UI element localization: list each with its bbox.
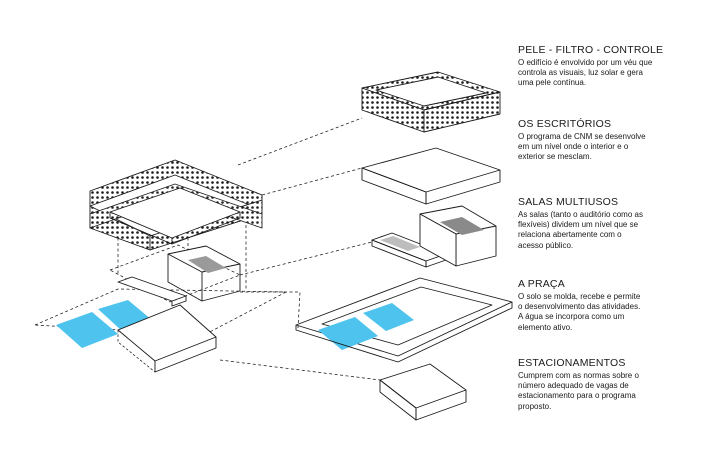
assembled-model	[34, 159, 287, 373]
caption-line: em um nível onde o interior e o	[518, 142, 629, 152]
caption-line: acesso público.	[518, 240, 574, 250]
layer-parking	[379, 363, 467, 421]
caption-title: OS ESCRITÓRIOS	[518, 118, 612, 130]
caption-line: As salas (tanto o auditório como as	[518, 210, 643, 219]
leader-line-plaza	[240, 291, 301, 329]
leader-line-rooms	[239, 241, 373, 276]
caption-line: elemento ativo.	[518, 322, 573, 332]
caption-title: PELE - FILTRO - CONTROLE	[518, 44, 664, 56]
leader-line-parking	[219, 359, 381, 381]
caption-line: flexíveis) dividem um nível que se	[518, 220, 639, 230]
leader-line-skin	[237, 117, 363, 166]
caption-plaza: A PRAÇA O solo se molda, recebe e permit…	[518, 278, 698, 333]
caption-line: proposto.	[518, 401, 552, 411]
caption-line: Cumprem com as normas sobre o	[518, 371, 639, 380]
caption-line: O solo se molda, recebe e permite	[518, 292, 641, 301]
caption-title: SALAS MULTIUSOS	[518, 196, 619, 208]
caption-line: O edifício é envolvido por um véu que	[518, 58, 653, 67]
caption-line: o desenvolvimento das atividades.	[518, 302, 641, 312]
caption-skin: PELE - FILTRO - CONTROLE O edifício é en…	[518, 44, 698, 89]
caption-line: uma pele contínua.	[518, 78, 587, 88]
layer-skin-frame	[361, 71, 501, 133]
leader-lines	[219, 117, 381, 381]
layer-plaza	[295, 277, 513, 363]
caption-title: ESTACIONAMENTOS	[518, 357, 626, 369]
layer-offices-slab	[361, 147, 501, 205]
caption-line: relaciona abertamente com o	[518, 230, 622, 240]
caption-multipurpose-rooms: SALAS MULTIUSOS As salas (tanto o auditó…	[518, 196, 698, 251]
caption-line: estacionamento para o programa	[518, 391, 636, 401]
caption-line: controla as visuais, luz solar e gera	[518, 68, 643, 78]
caption-line: O programa de CNM se desenvolve	[518, 132, 646, 141]
caption-parking: ESTACIONAMENTOS Cumprem com as normas so…	[518, 357, 698, 412]
caption-title: A PRAÇA	[518, 278, 565, 290]
caption-line: exterior se mesclam.	[518, 152, 592, 162]
leader-line-offices	[261, 167, 363, 196]
caption-offices: OS ESCRITÓRIOS O programa de CNM se dese…	[518, 118, 698, 163]
caption-line: A água se incorpora como um	[518, 312, 625, 322]
caption-line: número adequado de vagas de	[518, 381, 629, 391]
layer-multipurpose-rooms	[371, 205, 497, 268]
model-pool-1	[56, 312, 118, 348]
